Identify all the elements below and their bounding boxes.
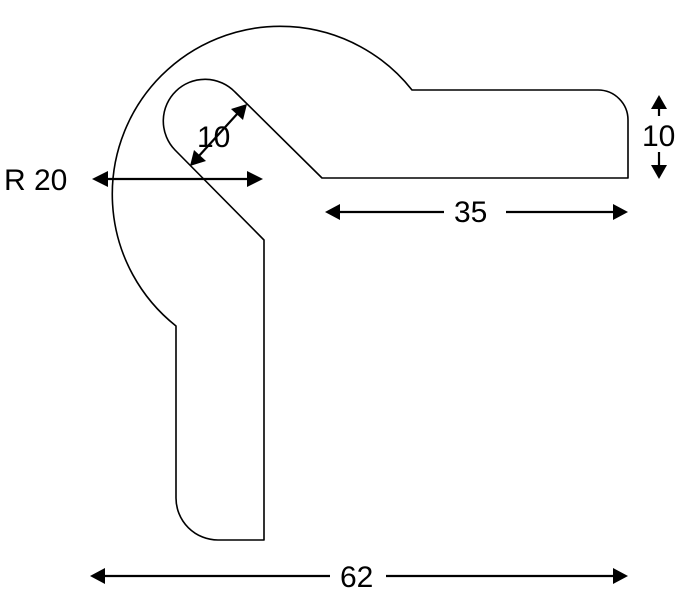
profile-outline	[111, 25, 629, 541]
radius-dimension	[92, 171, 263, 187]
slot-width-label: 10	[197, 121, 230, 154]
slot-width-dimension	[190, 104, 247, 166]
overall-width-label: 62	[340, 561, 373, 594]
arm-length-dimension	[325, 204, 628, 220]
overall-width-dimension	[90, 568, 628, 584]
arm-thickness-dimension	[651, 95, 667, 179]
arm-thickness-label: 10	[642, 120, 675, 153]
arm-length-label: 35	[454, 196, 487, 229]
radius-label: R 20	[4, 164, 67, 197]
